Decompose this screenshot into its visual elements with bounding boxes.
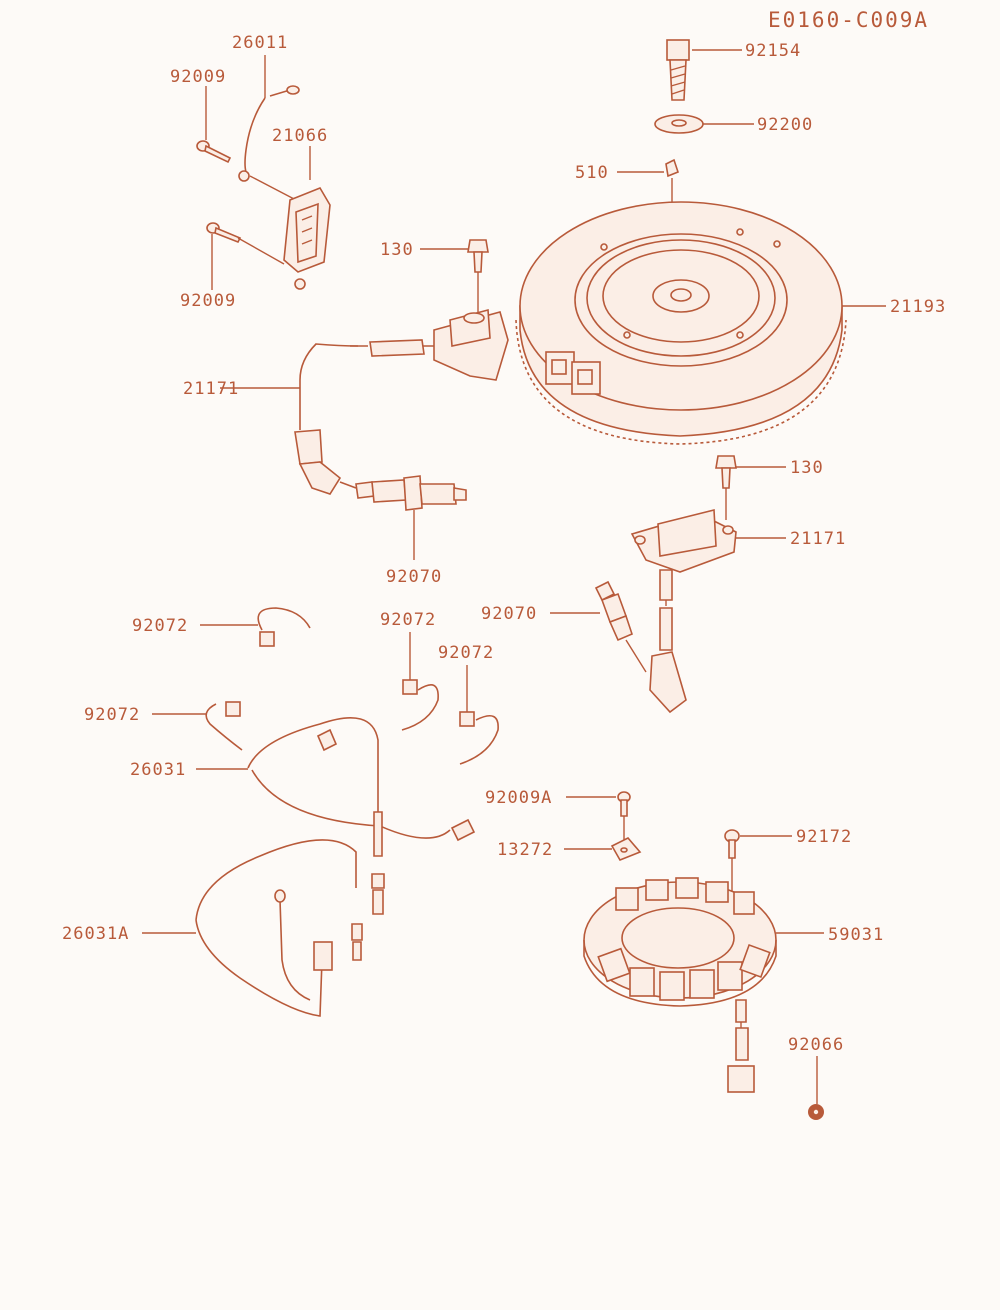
label-92154: 92154 (745, 41, 801, 61)
wire-lead-26031A (195, 839, 363, 1017)
plate-13272 (610, 837, 642, 862)
label-26011: 26011 (232, 33, 288, 53)
regulator-21066 (283, 187, 331, 290)
wire-lead-26031 (247, 716, 476, 915)
label-26031A: 26031A (62, 924, 129, 944)
label-92200: 92200 (757, 115, 813, 135)
bolt-130-top (467, 239, 489, 312)
clamp-92072-c (459, 711, 499, 765)
screw-92009-top (196, 140, 232, 164)
washer-92200 (654, 114, 704, 134)
label-21171-left: 21171 (183, 379, 239, 399)
label-92066: 92066 (788, 1035, 844, 1055)
screw-92009-bottom (206, 222, 242, 244)
label-92072-c: 92072 (438, 643, 494, 663)
stator-59031 (583, 877, 777, 1093)
ignition-coil-21171-left (294, 308, 509, 495)
label-92009-top: 92009 (170, 67, 226, 87)
label-26031: 26031 (130, 760, 186, 780)
flywheel-21193 (515, 201, 847, 445)
spark-plug-92070-left (355, 475, 467, 511)
label-92009A: 92009A (485, 788, 552, 808)
nut-92066 (808, 1104, 824, 1120)
label-92172: 92172 (796, 827, 852, 847)
label-21193: 21193 (890, 297, 946, 317)
screw-92172 (724, 829, 740, 898)
clamp-92072-a (257, 607, 311, 647)
label-92009-bottom: 92009 (180, 291, 236, 311)
bolt-130-right (715, 455, 737, 520)
spark-plug-92070-right (594, 580, 647, 673)
clamp-92072-b (401, 679, 439, 731)
label-92070-left: 92070 (386, 567, 442, 587)
label-21066: 21066 (272, 126, 328, 146)
ignition-coil-21171-right (630, 508, 737, 714)
label-59031: 59031 (828, 925, 884, 945)
label-92070-right: 92070 (481, 604, 537, 624)
label-510: 510 (575, 163, 609, 183)
diagram-code: E0160-C009A (768, 8, 929, 32)
screw-92009A (617, 791, 631, 842)
key-510 (665, 158, 679, 178)
clamp-92072-d (205, 701, 243, 751)
label-130-right: 130 (790, 458, 824, 478)
label-130-top: 130 (380, 240, 414, 260)
label-92072-b: 92072 (380, 610, 436, 630)
label-21171-right: 21171 (790, 529, 846, 549)
label-92072-d: 92072 (84, 705, 140, 725)
ground-lead-26011 (238, 85, 300, 182)
label-92072-a: 92072 (132, 616, 188, 636)
label-13272: 13272 (497, 840, 553, 860)
flywheel-bolt-92154 (666, 39, 690, 101)
